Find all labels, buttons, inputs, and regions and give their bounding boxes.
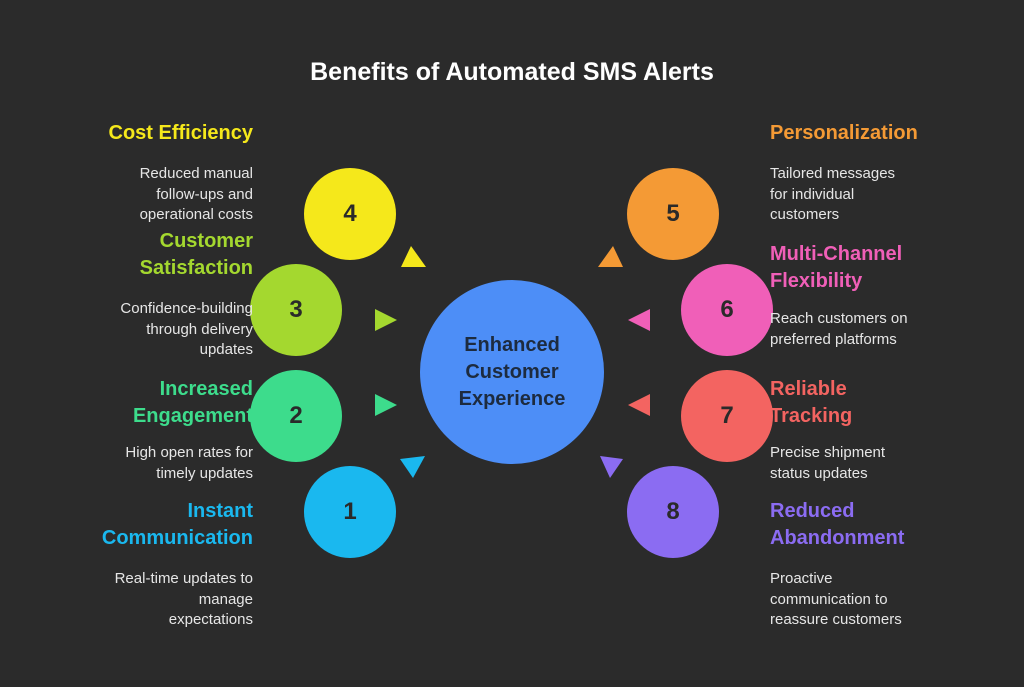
benefit-circle-4: 4	[304, 168, 396, 260]
arrow-8	[600, 456, 623, 478]
benefit-desc-3: Confidence-building through delivery upd…	[120, 300, 253, 358]
benefit-number-1: 1	[343, 498, 357, 525]
benefit-title-6: Multi-Channel Flexibility	[770, 243, 903, 292]
benefit-desc-2: High open rates for timely updates	[125, 444, 253, 482]
benefit-number-3: 3	[289, 296, 303, 323]
hub-circle: Enhanced Customer Experience	[420, 280, 604, 464]
arrow-7	[628, 394, 650, 416]
arrow-5	[598, 246, 623, 267]
benefit-desc-1: Real-time updates to manage expectations	[114, 570, 253, 628]
benefit-circle-6: 6	[681, 264, 773, 356]
hub-label: Enhanced Customer Experience	[458, 333, 566, 410]
benefit-title-1: Instant Communication	[101, 500, 253, 549]
benefit-desc-8: Proactive communication to reassure cust…	[770, 570, 902, 628]
benefit-number-2: 2	[289, 402, 303, 429]
benefit-number-7: 7	[720, 402, 734, 429]
arrow-4	[401, 246, 426, 267]
benefit-number-5: 5	[666, 200, 680, 227]
benefit-desc-6: Reach customers on preferred platforms	[770, 310, 908, 348]
benefit-number-4: 4	[343, 200, 357, 227]
benefit-title-5: Personalization	[770, 122, 918, 144]
benefit-circle-7: 7	[681, 370, 773, 462]
arrow-2	[375, 394, 397, 416]
benefit-circle-3: 3	[250, 264, 342, 356]
arrow-1	[400, 456, 425, 478]
benefit-title-8: Reduced Abandonment	[770, 500, 905, 549]
benefit-desc-7: Precise shipment status updates	[770, 444, 886, 482]
benefit-number-6: 6	[720, 296, 734, 323]
benefit-title-3: Customer Satisfaction	[139, 230, 253, 279]
benefit-title-2: Increased Engagement	[132, 378, 253, 427]
benefit-desc-5: Tailored messages for individual custome…	[770, 165, 896, 223]
benefit-title-7: Reliable Tracking	[770, 378, 853, 427]
benefit-circle-1: 1	[304, 466, 396, 558]
diagram-title: Benefits of Automated SMS Alerts	[310, 58, 714, 86]
benefit-circle-8: 8	[627, 466, 719, 558]
benefit-title-4: Cost Efficiency	[108, 122, 253, 144]
arrow-3	[375, 309, 397, 331]
benefit-circle-2: 2	[250, 370, 342, 462]
benefit-number-8: 8	[666, 498, 680, 525]
benefit-circle-5: 5	[627, 168, 719, 260]
benefit-desc-4: Reduced manual follow-ups and operationa…	[139, 165, 253, 223]
arrow-6	[628, 309, 650, 331]
